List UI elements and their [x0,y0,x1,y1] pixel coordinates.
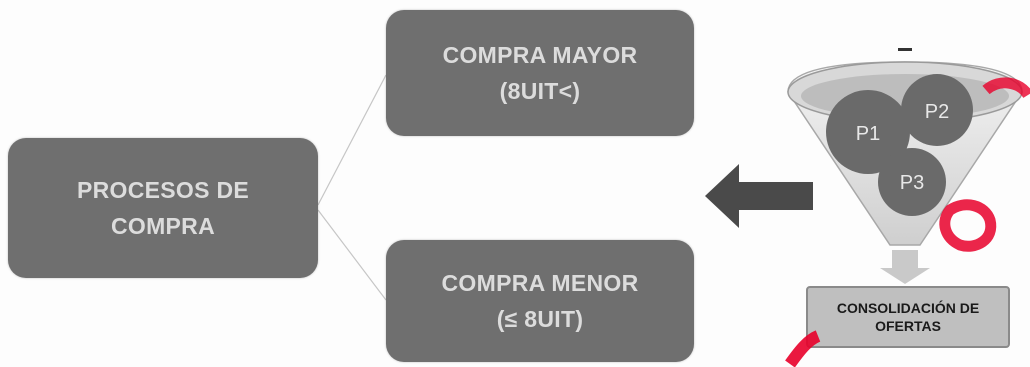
funnel-icon: P1 P2 P3 [780,40,1030,360]
bubble-p2: P2 [901,74,973,146]
bubble-p3-label: P3 [900,172,924,194]
bubble-p1-label: P1 [856,123,880,145]
compra-menor-threshold: (≤ 8UIT) [496,306,584,332]
consolidacion-line2: OFERTAS [875,318,941,334]
bubble-p3: P3 [878,148,946,216]
consolidacion-ofertas-box: CONSOLIDACIÓN DE OFERTAS [806,286,1010,348]
compra-mayor-label: COMPRA MAYOR [442,42,638,68]
connector-to-menor [317,209,387,301]
bubble-p2-label: P2 [925,101,949,123]
compra-mayor-threshold: (8UIT<) [499,78,581,104]
compra-menor-box: COMPRA MENOR (≤ 8UIT) [386,240,694,362]
down-arrow-icon [880,250,930,284]
root-process-box: PROCESOS DE COMPRA [8,138,318,278]
root-label-line1: PROCESOS DE [76,177,249,203]
bubble-p1: P1 [826,90,910,174]
consolidacion-line1: CONSOLIDACIÓN DE [836,300,980,316]
root-label-line2: COMPRA [110,213,216,239]
compra-menor-label: COMPRA MENOR [441,270,639,296]
connector-to-mayor [317,74,387,206]
left-arrow-icon [705,164,813,228]
compra-mayor-box: COMPRA MAYOR (8UIT<) [386,10,694,136]
